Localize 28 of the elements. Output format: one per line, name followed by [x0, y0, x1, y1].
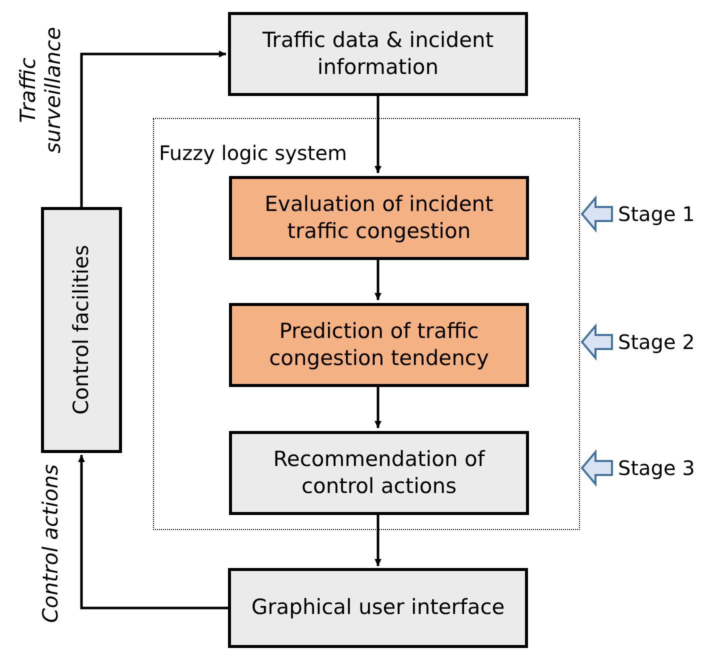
stage-text: Stage 2 [618, 329, 695, 356]
arrow [374, 386, 382, 428]
process-box [228, 568, 528, 648]
block-arrow [580, 195, 613, 233]
edge-label: Traffic surveillance [16, 26, 66, 156]
box-text: Control facilities [68, 245, 94, 415]
box-text: Evaluation of incident traffic congestion [264, 190, 494, 245]
box-text: Recommendation of control actions [272, 446, 486, 500]
arrow [374, 96, 382, 173]
stage-text: Stage 1 [618, 201, 695, 228]
arrow [374, 514, 382, 566]
box-text: Traffic data & incident information [261, 26, 495, 81]
edge-label: Control actions [38, 464, 64, 626]
arrow [78, 455, 228, 610]
arrow [80, 50, 226, 207]
box-text: Prediction of traffic congestion tendency [268, 318, 490, 372]
stage-text: Stage 3 [618, 455, 695, 482]
block-arrow [580, 323, 613, 361]
block-arrow [580, 449, 613, 487]
process-box [229, 431, 529, 515]
process-box [229, 176, 529, 260]
process-box [41, 207, 122, 453]
process-box [228, 12, 528, 96]
process-box [229, 303, 529, 387]
system-boundary [153, 118, 580, 530]
box-text: Graphical user interface [250, 594, 506, 622]
arrow [374, 259, 382, 300]
group-title: Fuzzy logic system [159, 141, 347, 166]
